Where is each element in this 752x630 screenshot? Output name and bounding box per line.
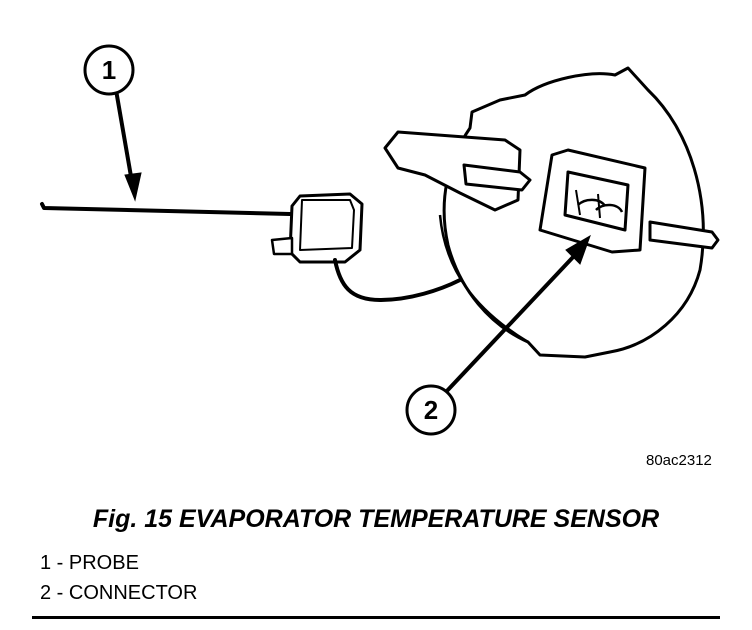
leader-arrowhead-1 — [124, 172, 142, 202]
callout-1: 1 — [83, 44, 135, 96]
callout-number-2: 2 — [424, 395, 438, 425]
figure-caption: Fig. 15 EVAPORATOR TEMPERATURE SENSOR — [92, 505, 660, 533]
callout-leaders — [114, 89, 591, 395]
leader-arrowhead-2 — [565, 234, 591, 265]
mounting-tab-right — [648, 220, 720, 250]
callout-circle-1 — [83, 44, 135, 96]
legend-item-connector: 2 - CONNECTOR — [40, 582, 198, 604]
mounting-tab-left — [383, 130, 532, 212]
leader-line-2 — [443, 253, 577, 395]
evaporator-sensor-diagram: 1 2 — [40, 44, 720, 436]
bottom-rule — [32, 616, 720, 619]
connector — [538, 148, 647, 254]
callout-2: 2 — [405, 384, 457, 436]
probe — [40, 192, 462, 302]
callout-number-1: 1 — [102, 55, 116, 85]
leader-line-1 — [114, 89, 135, 189]
callout-circle-2 — [405, 384, 457, 436]
legend-item-probe: 1 - PROBE — [40, 552, 139, 574]
figure-id: 80ac2312 — [646, 452, 712, 469]
